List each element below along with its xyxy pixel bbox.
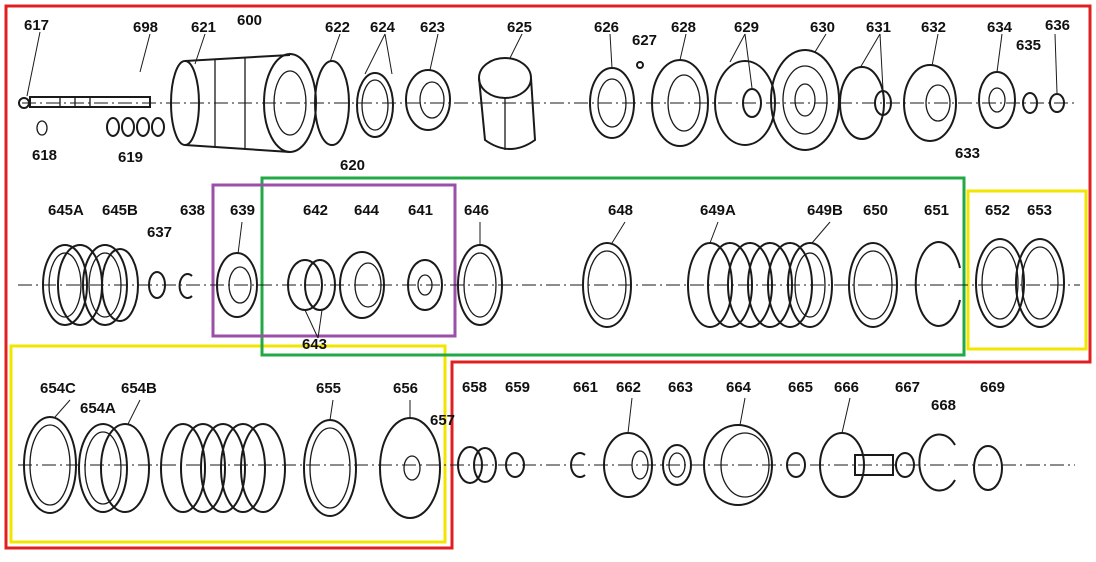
part-label-643: 643 (302, 336, 327, 353)
part-label-642: 642 (303, 202, 328, 219)
part-label-641: 641 (408, 202, 433, 219)
part-label-636: 636 (1045, 17, 1070, 34)
part-label-633: 633 (955, 145, 980, 162)
part-label-658: 658 (462, 379, 487, 396)
part-label-664: 664 (726, 379, 752, 396)
part-label-655: 655 (316, 380, 341, 397)
part-label-659: 659 (505, 379, 530, 396)
part-label-662: 662 (616, 379, 641, 396)
part-label-698: 698 (133, 19, 158, 36)
row1-parts (18, 49, 1075, 153)
part-label-620: 620 (340, 157, 365, 174)
part-label-625: 625 (507, 19, 532, 36)
part-label-646: 646 (464, 202, 489, 219)
highlight-boxes (4, 4, 1092, 550)
part-label-667: 667 (895, 379, 920, 396)
part-label-645a: 645A (48, 202, 84, 219)
part-label-623: 623 (420, 19, 445, 36)
red-outline-box (4, 4, 1092, 550)
part-label-652: 652 (985, 202, 1010, 219)
part-label-657: 657 (430, 412, 455, 429)
part-label-622: 622 (325, 19, 350, 36)
part-label-649b: 649B (807, 202, 843, 219)
part-label-639: 639 (230, 202, 255, 219)
part-label-666: 666 (834, 379, 859, 396)
part-label-638: 638 (180, 202, 205, 219)
part-label-619: 619 (118, 149, 143, 166)
part-label-635: 635 (1016, 37, 1041, 54)
part-label-644: 644 (354, 202, 380, 219)
part-label-629: 629 (734, 19, 759, 36)
part-label-627: 627 (632, 32, 657, 49)
part-label-621: 621 (191, 19, 216, 36)
part-label-628: 628 (671, 19, 696, 36)
part-labels: 617 698 621 600 622 624 623 625 626 627 … (24, 12, 1070, 429)
part-label-653: 653 (1027, 202, 1052, 219)
part-label-665: 665 (788, 379, 813, 396)
part-label-654b: 654B (121, 380, 157, 397)
part-label-650: 650 (863, 202, 888, 219)
part-label-661: 661 (573, 379, 598, 396)
part-label-632: 632 (921, 19, 946, 36)
part-label-649a: 649A (700, 202, 736, 219)
part-label-668: 668 (931, 397, 956, 414)
yellow-box-row3-left (9, 344, 447, 544)
part-label-645b: 645B (102, 202, 138, 219)
part-label-648: 648 (608, 202, 633, 219)
part-label-669: 669 (980, 379, 1005, 396)
part-label-663: 663 (668, 379, 693, 396)
row3-parts (18, 416, 1075, 519)
yellow-box-652-653 (966, 189, 1088, 351)
part-label-618: 618 (32, 147, 57, 164)
part-label-631: 631 (866, 19, 891, 36)
part-label-624: 624 (370, 19, 396, 36)
part-label-654a: 654A (80, 400, 116, 417)
part-label-634: 634 (987, 19, 1013, 36)
part-label-600: 600 (237, 12, 262, 29)
green-box (260, 176, 966, 357)
leader-lines (26, 31, 1058, 434)
part-label-651: 651 (924, 202, 949, 219)
part-label-626: 626 (594, 19, 619, 36)
purple-box (211, 183, 457, 338)
part-label-654c: 654C (40, 380, 76, 397)
part-label-630: 630 (810, 19, 835, 36)
part-label-617: 617 (24, 17, 49, 34)
part-label-637: 637 (147, 224, 172, 241)
row2-parts (18, 238, 1080, 328)
part-label-656: 656 (393, 380, 418, 397)
